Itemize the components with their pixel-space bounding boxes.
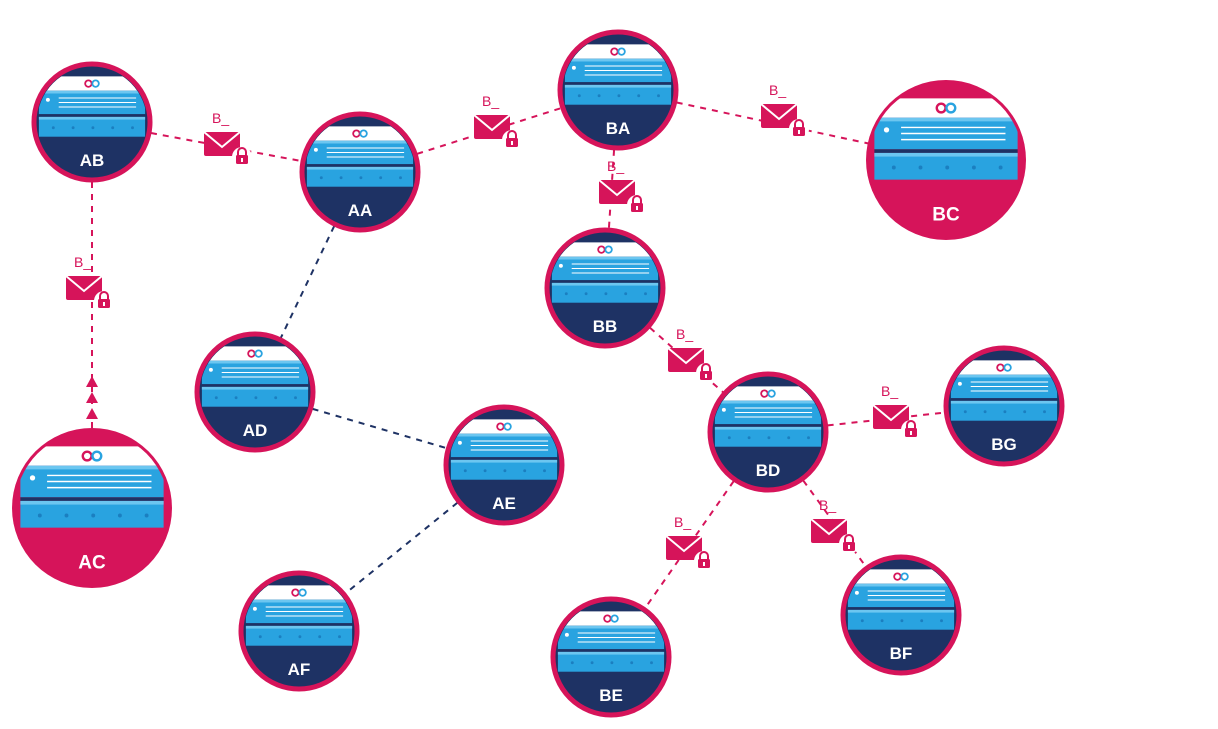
lock-icon	[696, 363, 716, 383]
node-ab: AB	[31, 61, 153, 183]
message-ba-bc: B_	[760, 82, 809, 139]
node-af: AF	[238, 570, 360, 692]
node-bg: BG	[943, 345, 1065, 467]
infinity-logo-icon	[893, 572, 909, 581]
node-label: AF	[288, 660, 311, 679]
lock-icon	[627, 195, 647, 215]
node-label: BA	[606, 119, 631, 138]
node-label: BD	[756, 461, 781, 480]
lock-icon	[94, 291, 114, 311]
node-aa: AA	[299, 111, 421, 233]
server-icon	[38, 76, 146, 137]
message-bb-bd: B_	[667, 326, 716, 383]
envelope-icon	[65, 275, 103, 300]
server-icon	[847, 569, 955, 630]
infinity-logo-icon	[603, 614, 619, 623]
envelope-icon	[810, 518, 848, 543]
message-label: B_	[769, 82, 786, 98]
node-bd: BD	[707, 371, 829, 493]
message-label: B_	[881, 383, 898, 399]
infinity-logo-icon	[352, 129, 368, 138]
node-label: BG	[991, 435, 1017, 454]
lock-icon	[502, 130, 522, 150]
message-ba-bb: B_	[598, 158, 647, 215]
lock-icon	[694, 551, 714, 571]
server-icon	[450, 419, 558, 480]
envelope-icon	[667, 347, 705, 372]
node-label: AA	[348, 201, 373, 220]
node-label: AC	[78, 553, 106, 574]
message-bd-bg: B_	[872, 383, 921, 440]
server-icon	[557, 611, 665, 672]
envelope-icon	[203, 131, 241, 156]
envelope-icon	[665, 535, 703, 560]
node-ac: AC	[12, 428, 172, 588]
infinity-logo-icon	[597, 245, 613, 254]
messages-layer: B_ B_ B_ B_ B_ B_ B_ B_ B_	[65, 82, 921, 571]
lock-icon	[789, 119, 809, 139]
infinity-logo-icon	[247, 349, 263, 358]
node-label: BB	[593, 317, 618, 336]
nodes-layer: AB AA BA BC BB AD AE AC AF BD BG BE BF	[12, 29, 1065, 718]
node-label: BE	[599, 686, 623, 705]
message-ab-aa: B_	[203, 110, 252, 167]
server-icon	[245, 585, 353, 646]
node-label: AB	[80, 151, 105, 170]
node-ad: AD	[194, 331, 316, 453]
infinity-logo-icon	[996, 363, 1012, 372]
markers-layer	[86, 376, 98, 419]
node-ba: BA	[557, 29, 679, 151]
message-label: B_	[607, 158, 624, 174]
lock-icon	[232, 147, 252, 167]
node-ae: AE	[443, 404, 565, 526]
triangle-marker-icon	[86, 376, 98, 387]
message-label: B_	[676, 326, 693, 342]
envelope-icon	[598, 179, 636, 204]
node-be: BE	[550, 596, 672, 718]
message-bd-be: B_	[665, 514, 714, 571]
server-icon	[551, 242, 659, 303]
message-label: B_	[674, 514, 691, 530]
infinity-logo-icon	[760, 389, 776, 398]
message-aa-ba: B_	[473, 93, 522, 150]
node-bf: BF	[840, 554, 962, 676]
triangle-marker-icon	[86, 408, 98, 419]
node-label: BF	[890, 644, 913, 663]
triangle-marker-icon	[86, 392, 98, 403]
server-icon	[564, 44, 672, 105]
infinity-logo-icon	[935, 102, 957, 114]
server-icon	[306, 126, 414, 187]
node-bc: BC	[866, 80, 1026, 240]
message-bd-bf: B_	[810, 497, 859, 554]
envelope-icon	[872, 404, 910, 429]
infinity-logo-icon	[291, 588, 307, 597]
node-label: BC	[932, 205, 960, 226]
node-label: AE	[492, 494, 516, 513]
server-icon	[950, 360, 1058, 421]
message-ab-ac: B_	[65, 254, 114, 311]
infinity-logo-icon	[81, 450, 103, 462]
message-label: B_	[482, 93, 499, 109]
infinity-logo-icon	[84, 79, 100, 88]
node-label: AD	[243, 421, 268, 440]
server-icon	[20, 446, 164, 528]
server-icon	[201, 346, 309, 407]
message-label: B_	[212, 110, 229, 126]
envelope-icon	[760, 103, 798, 128]
message-label: B_	[74, 254, 91, 270]
infinity-logo-icon	[496, 422, 512, 431]
node-bb: BB	[544, 227, 666, 349]
message-label: B_	[819, 497, 836, 513]
lock-icon	[839, 534, 859, 554]
lock-icon	[901, 420, 921, 440]
envelope-icon	[473, 114, 511, 139]
server-icon	[874, 98, 1018, 180]
infinity-logo-icon	[610, 47, 626, 56]
server-icon	[714, 386, 822, 447]
